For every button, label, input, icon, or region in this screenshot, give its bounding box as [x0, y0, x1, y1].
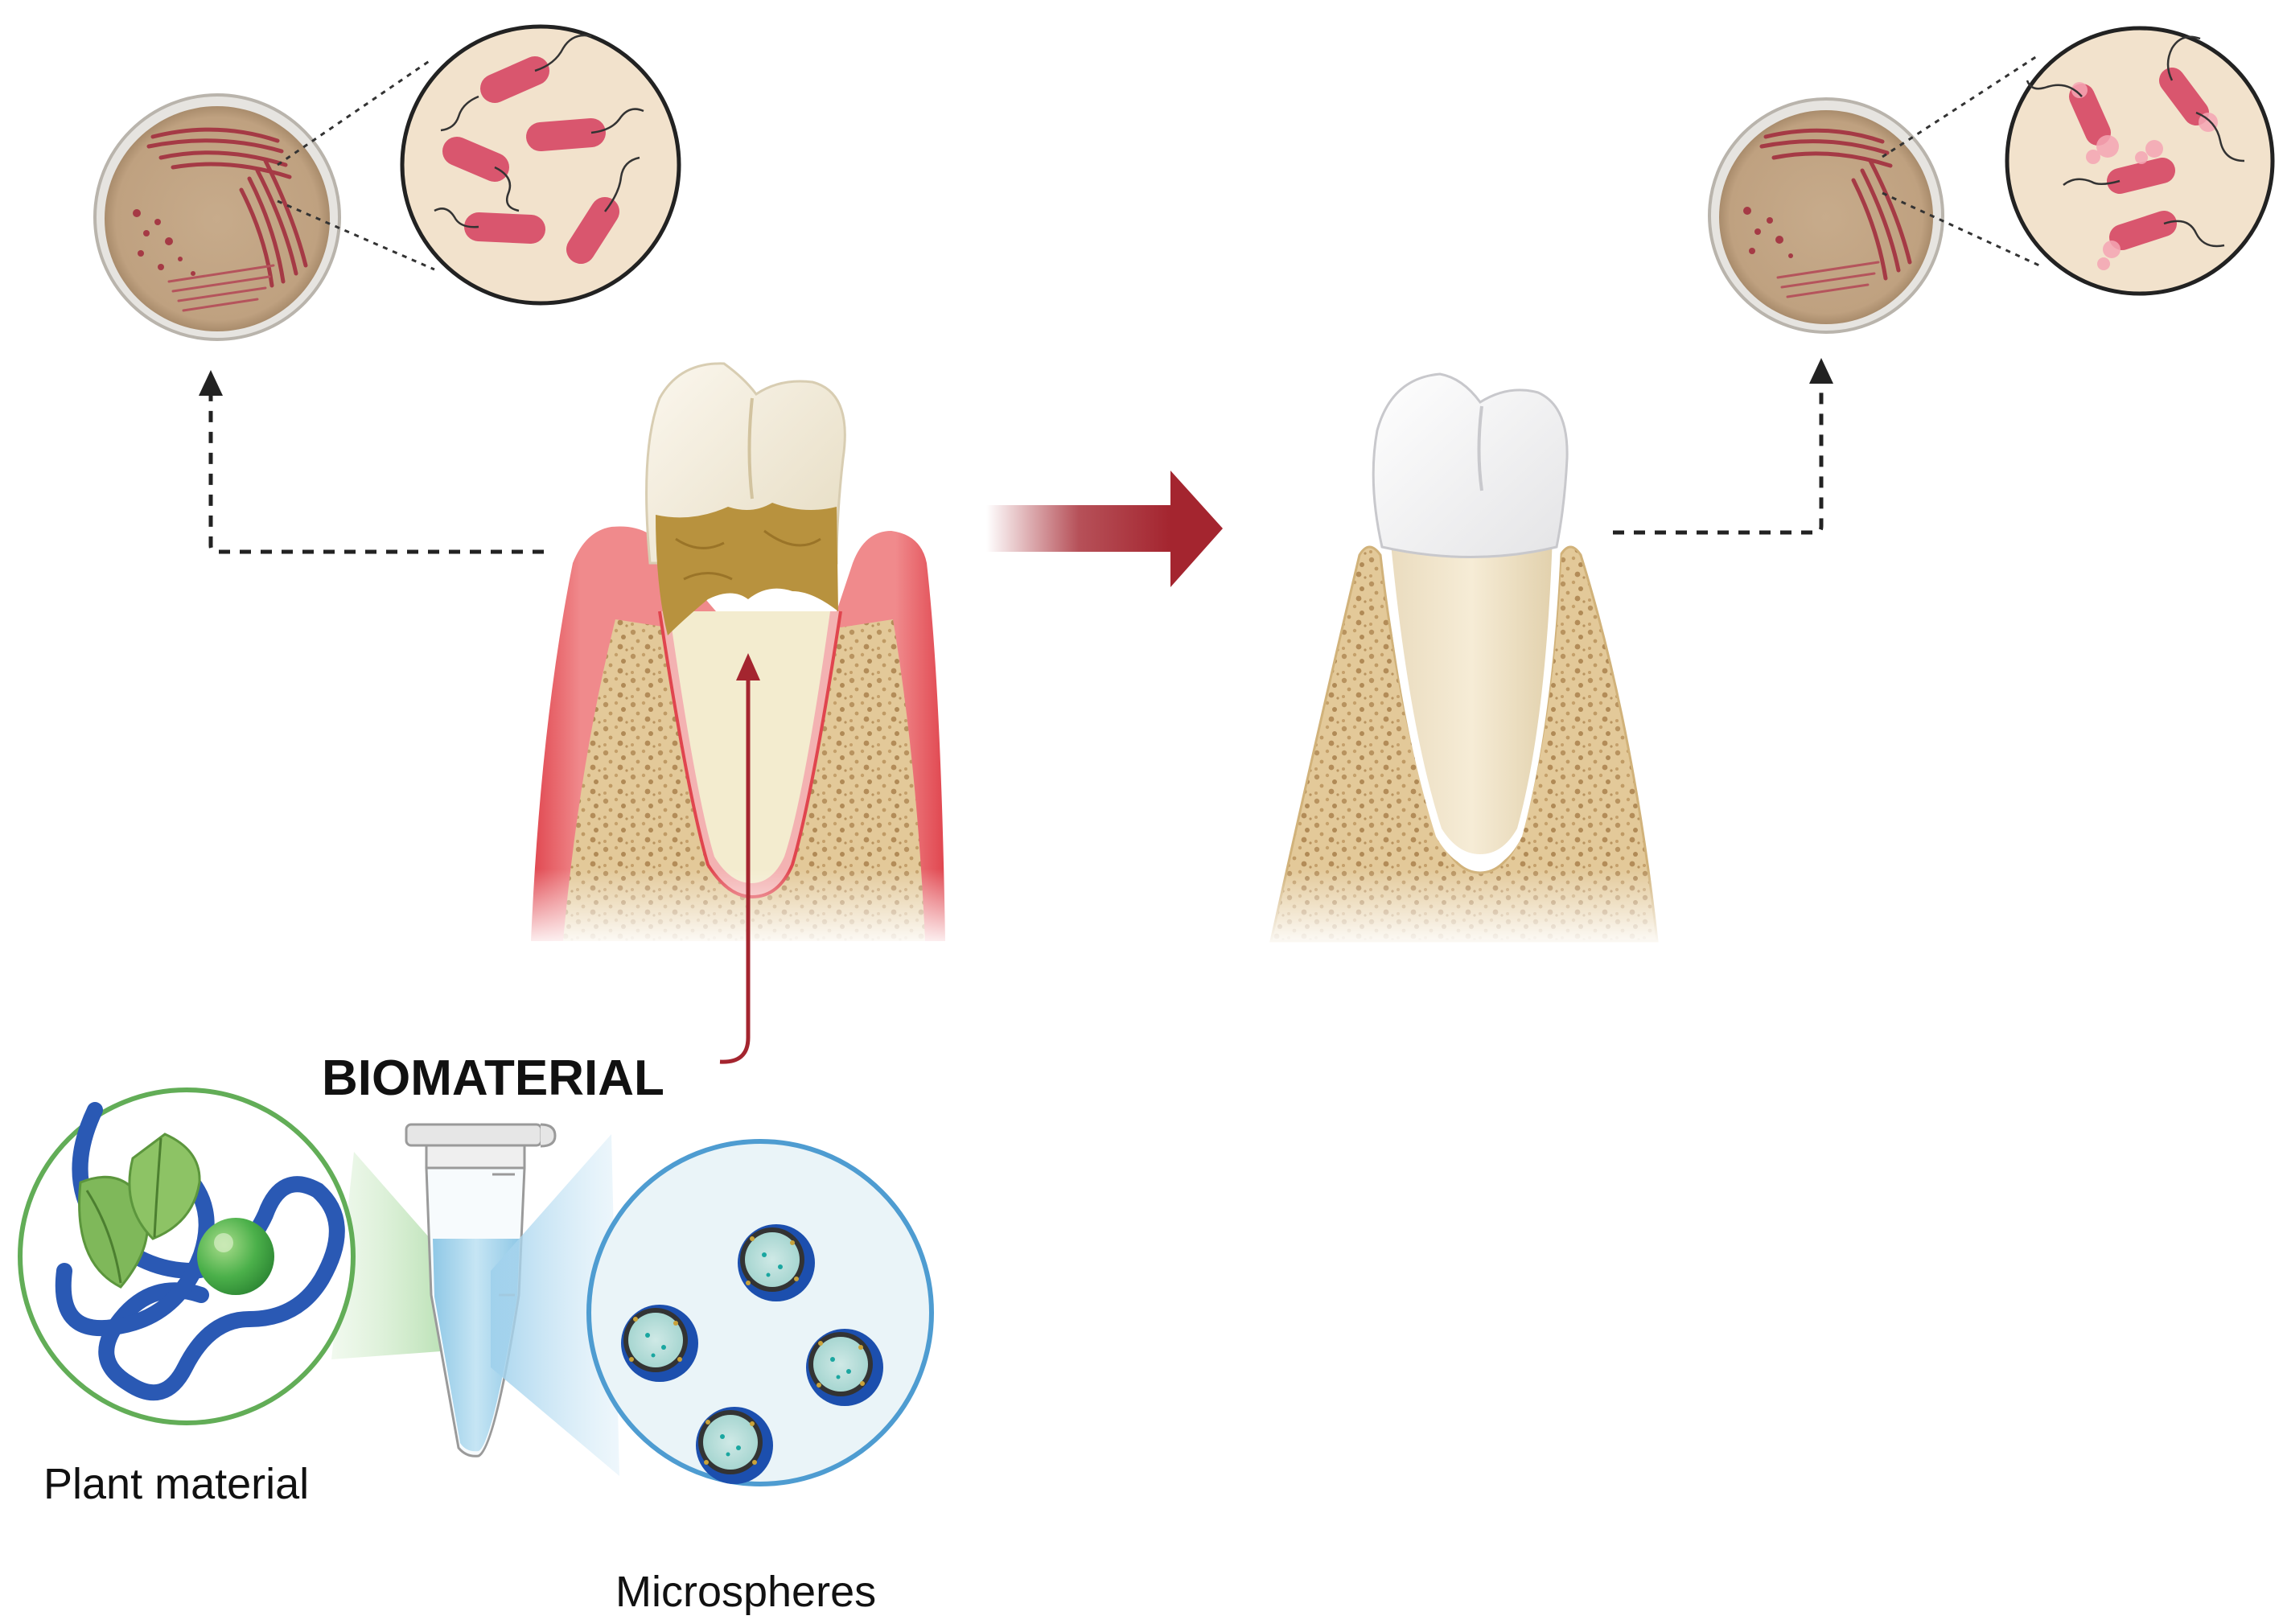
petri-dish-icon	[93, 93, 341, 341]
plant-material-circle	[18, 1087, 441, 1425]
microcentrifuge-tube-icon	[405, 1123, 557, 1457]
leaf-icon	[78, 1175, 149, 1289]
microsphere-icon	[806, 1329, 883, 1406]
dashed-arrow-left	[199, 370, 544, 554]
zoom-lines-left	[277, 59, 435, 271]
microsphere-icon	[696, 1407, 773, 1484]
dashed-arrow-right	[1613, 358, 1833, 535]
microsphere-inner-dots	[645, 1252, 851, 1457]
polymer-chain-icon	[55, 1102, 345, 1401]
petri-dish-icon	[1708, 97, 1944, 334]
bacteria-icon	[2026, 35, 2245, 270]
biomaterial-label: BIOMATERIAL	[322, 1050, 664, 1106]
zoom-lines-right	[1882, 55, 2040, 267]
bacteria-zoom-circle	[400, 24, 681, 306]
microspheres-label: Microspheres	[615, 1568, 877, 1616]
healthy-tooth-icon	[1255, 372, 1673, 949]
microsphere-icon	[621, 1305, 698, 1382]
damaged-bacteria-zoom-circle	[2005, 26, 2275, 296]
bacteria-icon	[434, 34, 644, 264]
microsphere-dots	[629, 1236, 865, 1465]
microsphere-icon	[738, 1224, 815, 1301]
leaf-icon	[128, 1133, 201, 1240]
transition-arrow	[986, 471, 1223, 587]
diseased-tooth-icon	[523, 362, 957, 1064]
microspheres-circle	[491, 1134, 934, 1486]
plant-material-label: Plant material	[43, 1460, 310, 1508]
sphere-icon	[197, 1218, 274, 1295]
